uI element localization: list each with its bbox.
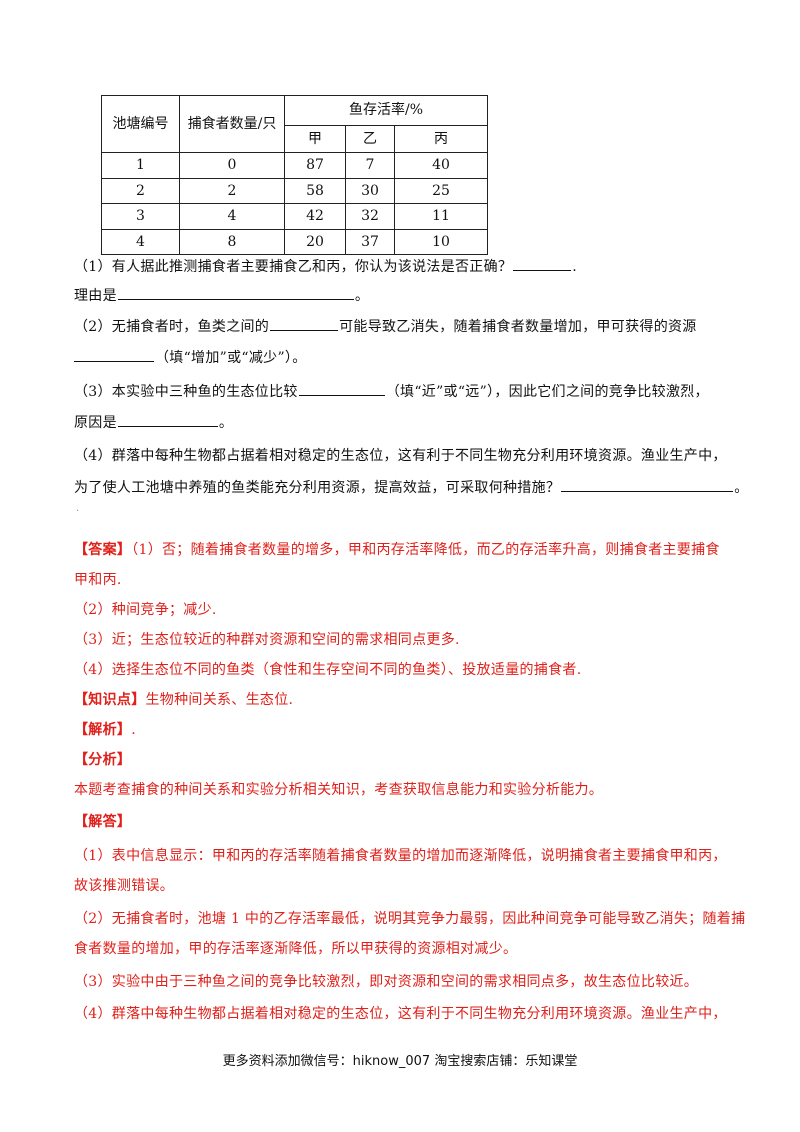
jieda-line-6: （4）群落中每种生物都占据着相对稳定的生态位，这有利于不同生物充分利用环境资源。… [74,1006,727,1022]
table-cell: 0 [179,152,285,179]
answer-blank[interactable] [74,347,154,362]
jieda-line-2: 故该推测错误。 [74,878,175,894]
jieda-line-4: 食者数量的增加，甲的存活率逐渐降低，所以甲获得的资源相对减少。 [74,941,518,957]
answer-blank[interactable] [270,316,339,331]
answer-line-2: 甲和丙. [74,572,122,588]
table-cell: 4 [179,203,285,230]
jieda-line-3: （2）无捕食者时，池塘 1 中的乙存活率最低，说明其竞争力最弱，因此种间竞争可能… [74,911,746,927]
question-4-line-2: 为了使人工池塘中养殖的鱼类能充分利用资源，提高效益，可采取何种措施？。 [74,477,749,498]
table-cell: 58 [284,177,346,204]
table-cell: 8 [179,228,285,255]
table-cell: 30 [345,177,395,204]
table-cell: 11 [393,203,489,230]
stray-dot: . [76,503,80,514]
table-cell: 10 [393,228,489,255]
fenxi-label: 【分析】 [74,752,132,768]
table-cell: 1 [101,152,180,179]
question-1-line-2: 理由是。 [74,285,369,306]
header-jia: 甲 [284,124,346,154]
question-2-line-1: （2）无捕食者时，鱼类之间的可能导致乙消失，随着捕食者数量增加，甲可获得的资源 [74,316,697,337]
answer-line-4: （3）近；生态位较近的种群对资源和空间的需求相同点更多. [74,632,460,648]
answer-line-5: （4）选择生态位不同的鱼类（食性和生存空间不同的鱼类）、投放适量的捕食者. [74,662,582,678]
question-2-line-2: （填“增加”或“减少”）。 [74,347,307,368]
answer-blank[interactable] [513,256,572,271]
question-3-line-2: 原因是。 [74,412,233,433]
answer-blank[interactable] [298,381,385,396]
table-cell: 37 [345,228,395,255]
answer-blank[interactable] [117,285,354,300]
knowledge-line: 【知识点】生物种间关系、生态位. [74,692,294,708]
answer-blank[interactable] [117,412,218,427]
table-cell: 3 [101,203,180,230]
header-predators: 捕食者数量/只 [179,95,285,153]
table-row: 2 2 58 30 25 [101,177,489,204]
header-pond: 池塘编号 [101,95,180,153]
table-cell: 7 [345,152,395,179]
table-cell: 20 [284,228,346,255]
header-survival: 鱼存活率/% [283,95,489,126]
table-cell: 32 [345,203,395,230]
header-bing: 丙 [393,124,489,154]
table-cell: 42 [284,203,346,230]
table-cell: 2 [101,177,180,204]
answer-line-3: （2）种间竞争；减少. [74,602,217,618]
page-footer: 更多资料添加微信号：hiknow_007 淘宝搜索店铺：乐知课堂 [222,1054,578,1069]
table-row: 3 4 42 32 11 [101,203,489,230]
table-cell: 2 [179,177,285,204]
table-cell: 4 [101,228,180,255]
jieda-line-5: （3）实验中由于三种鱼之间的竞争比较激烈，即对资源和空间的需求相同点多，故生态位… [74,974,699,990]
table-cell: 25 [393,177,489,204]
header-yi: 乙 [345,124,395,154]
question-4-line-1: （4）群落中每种生物都占据着相对稳定的生态位，这有利于不同生物充分利用环境资源。… [74,448,727,464]
table-cell: 40 [393,152,489,179]
question-3-line-1: （3）本实验中三种鱼的生态位比较（填“近”或“远”），因此它们之间的竞争比较激烈… [74,381,709,402]
table-row: 1 0 87 7 40 [101,152,489,179]
survival-table: 池塘编号 捕食者数量/只 鱼存活率/% 甲 乙 丙 1 0 87 7 40 2 … [101,95,489,255]
answer-blank[interactable] [561,477,734,492]
question-1-line-1: （1）有人据此推测捕食者主要捕食乙和丙，你认为该说法是否正确？. [74,256,577,277]
table-cell: 87 [284,152,346,179]
answer-line-1: 【答案】（1）否；随着捕食者数量的增多，甲和丙存活率降低，而乙的存活率升高，则捕… [74,542,720,558]
analysis-line: 【解析】. [74,722,136,738]
table-row: 4 8 20 37 10 [101,228,489,255]
jieda-label: 【解答】 [74,814,132,830]
fenxi-text: 本题考查捕食的种间关系和实验分析相关知识，考查获取信息能力和实验分析能力。 [74,782,604,798]
jieda-line-1: （1）表中信息显示：甲和丙的存活率随着捕食者数量的增加而逐渐降低，说明捕食者主要… [74,848,727,864]
